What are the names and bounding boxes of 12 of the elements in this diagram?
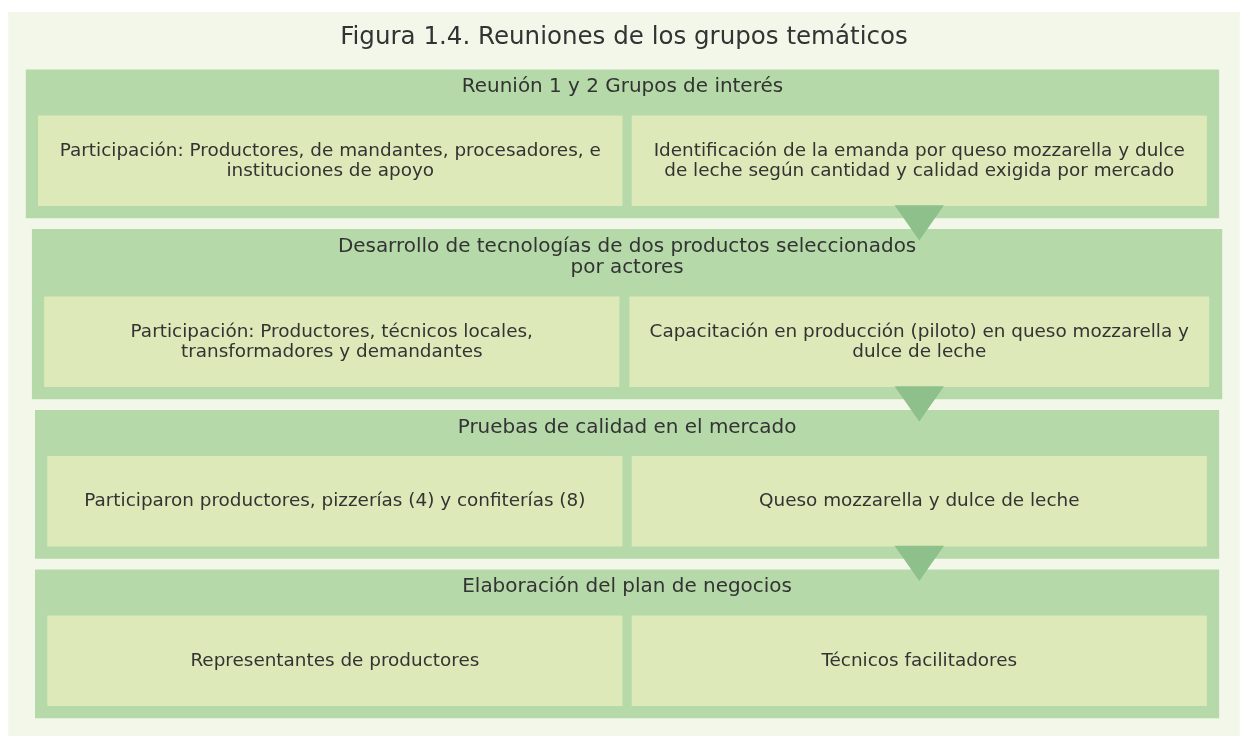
diagram-title: Figura 1.4. Reuniones de los grupos temáticos [340, 20, 908, 50]
node-box: Identificación de la emanda por queso mozzarella y dulce de leche según cantidad y calidad exigida por mercado [631, 115, 1207, 207]
arrow [894, 205, 944, 241]
node-box: Técnicos facilitadores [631, 615, 1207, 707]
node-box: Participación: Productores, técnicos locales, transformadores y demandantes [44, 296, 620, 388]
arrow [894, 386, 944, 422]
node-box: Participación: Productores, de mandantes, procesadores, e instituciones de apoyo [38, 115, 623, 207]
arrow [894, 545, 944, 582]
node-box: Queso mozzarella y dulce de leche [631, 456, 1207, 547]
node-box: Capacitación en producción (piloto) en queso mozzarella y dulce de leche [629, 296, 1210, 388]
node-box: Participaron productores, pizzerías (4) y confiterías (8) [47, 456, 623, 547]
node-box: Representantes de productores [47, 615, 623, 707]
